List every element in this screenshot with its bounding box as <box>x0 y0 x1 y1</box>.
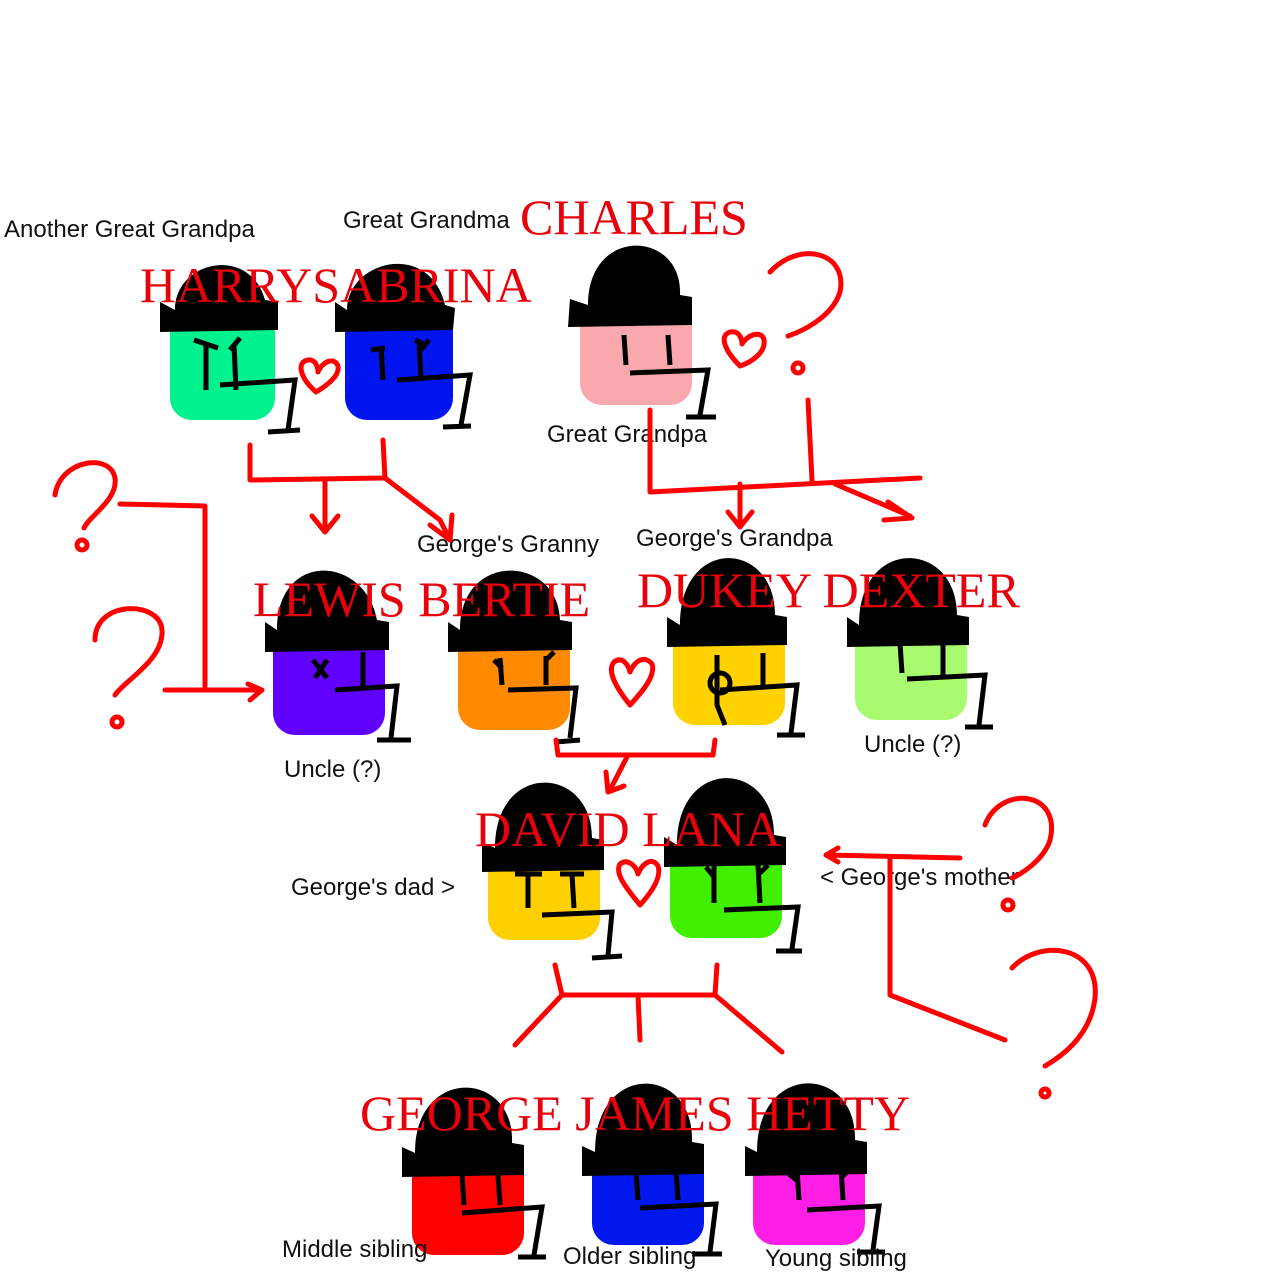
names-george-james-hetty: GEORGE JAMES HETTY <box>360 1085 910 1141</box>
label-older-sibling: Older sibling <box>563 1243 697 1270</box>
label-georges-granny: George's Granny <box>417 531 600 558</box>
character-lana <box>662 765 812 965</box>
label-another-great-grandpa: Another Great Grandpa <box>4 216 255 243</box>
name-charles: CHARLES <box>520 189 748 245</box>
names-dukey-dexter: DUKEY DEXTER <box>637 562 1020 618</box>
character-david <box>480 770 630 970</box>
character-dexter <box>845 545 995 745</box>
dukey-figure-icon <box>667 558 805 738</box>
lewis-figure-icon <box>265 570 411 743</box>
dexter-figure-icon <box>847 558 993 730</box>
character-harry <box>160 240 310 440</box>
label-young-sibling: Young sibling <box>765 1245 907 1272</box>
character-george <box>400 1075 550 1275</box>
heart-icon <box>721 329 767 369</box>
character-lewis <box>265 560 415 760</box>
lana-figure-icon <box>664 778 802 954</box>
label-middle-sibling: Middle sibling <box>282 1236 428 1263</box>
character-sabrina <box>335 240 485 440</box>
charles-figure-icon <box>568 245 716 420</box>
character-dukey <box>665 545 815 745</box>
names-lewis-bertie: LEWIS BERTIE <box>253 571 591 627</box>
label-georges-grandpa: George's Grandpa <box>636 525 833 552</box>
sabrina-figure-icon <box>335 263 474 430</box>
george-figure-icon <box>402 1087 546 1260</box>
david-figure-icon <box>482 782 623 961</box>
label-uncle-lewis: Uncle (?) <box>284 756 382 783</box>
heart-icon <box>608 657 656 708</box>
character-james <box>580 1070 730 1270</box>
hetty-figure-icon <box>745 1083 885 1255</box>
character-hetty <box>745 1070 895 1270</box>
names-harry-sabrina: HARRYSABRINA <box>140 257 532 313</box>
harry-figure-icon <box>160 265 301 435</box>
label-great-grandma: Great Grandma <box>343 207 510 234</box>
names-david-lana: DAVID LANA <box>475 801 782 857</box>
james-figure-icon <box>582 1083 722 1257</box>
label-georges-mother: < George's mother <box>820 864 1019 891</box>
label-uncle-dexter: Uncle (?) <box>864 731 962 758</box>
label-great-grandpa: Great Grandpa <box>547 421 708 448</box>
label-georges-dad: George's dad > <box>291 874 456 901</box>
character-charles <box>568 235 718 435</box>
